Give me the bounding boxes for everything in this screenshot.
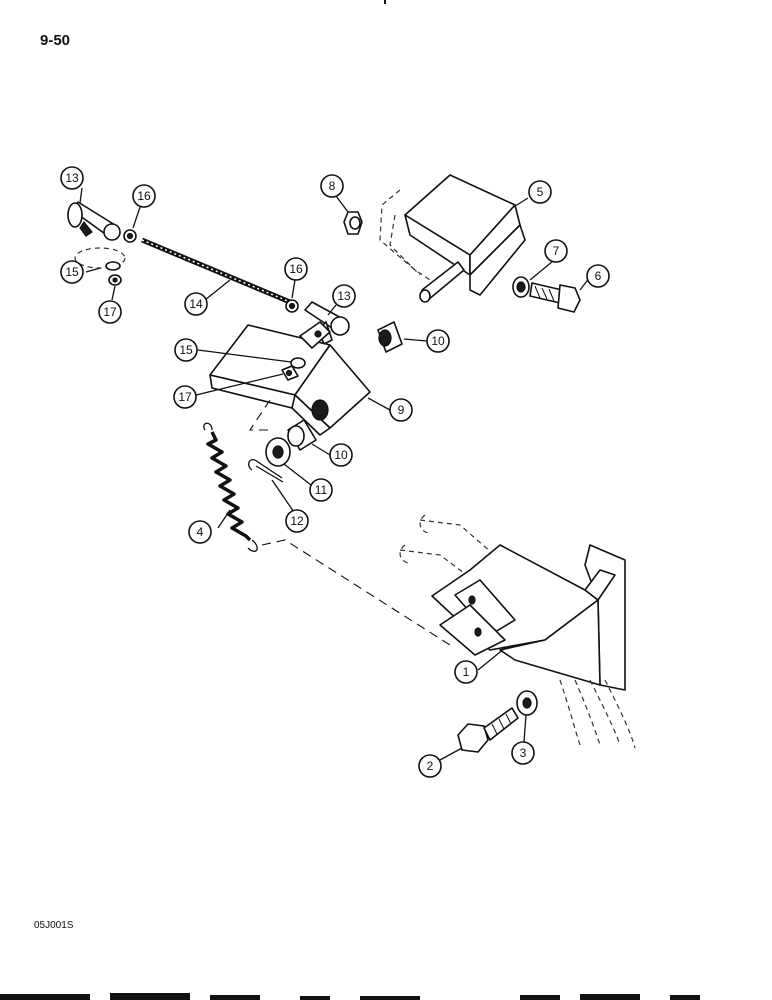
- callout-label: 13: [65, 171, 79, 185]
- figure-code: 05J001S: [34, 920, 74, 931]
- part-5-seat-bracket: [379, 174, 526, 303]
- callout-label: 10: [431, 334, 445, 348]
- callout-15-upper: 15: [60, 260, 84, 284]
- callout-label: 15: [179, 343, 193, 357]
- callout-3: 3: [511, 741, 535, 765]
- scan-artifact-bottom: [0, 993, 700, 1000]
- part-2-bolt: [457, 707, 519, 753]
- callout-label: 1: [463, 665, 470, 679]
- callout-label: 2: [427, 759, 434, 773]
- callout-17-lower: 17: [173, 385, 197, 409]
- callout-label: 10: [334, 448, 348, 462]
- callout-label: 8: [329, 179, 336, 193]
- callout-label: 4: [197, 525, 204, 539]
- callout-5: 5: [528, 180, 552, 204]
- part-1-pedal-bracket: [399, 514, 636, 749]
- part-7-washer: [512, 276, 530, 298]
- part-14-threaded-rod: [141, 237, 291, 305]
- callout-14: 14: [184, 292, 208, 316]
- part-12-cotter-pin: [248, 458, 284, 483]
- callout-label: 9: [398, 403, 405, 417]
- callout-16-lower: 16: [284, 257, 308, 281]
- callout-label: 16: [289, 262, 303, 276]
- callout-12: 12: [285, 509, 309, 533]
- part-10-spacer-lower: [287, 419, 317, 451]
- callout-4: 4: [188, 520, 212, 544]
- callout-10-lower: 10: [329, 443, 353, 467]
- callout-label: 17: [178, 390, 192, 404]
- callout-label: 15: [65, 265, 79, 279]
- callout-label: 16: [137, 189, 151, 203]
- alignment-line: [261, 539, 451, 646]
- part-4-spring: [203, 422, 258, 552]
- part-9-lever-block: [209, 321, 371, 436]
- callout-label: 11: [315, 483, 328, 497]
- callout-17-upper: 17: [98, 300, 122, 324]
- callout-13-upper: 13: [60, 166, 84, 190]
- callout-label: 14: [189, 297, 203, 311]
- part-16-nut-upper: [123, 229, 137, 243]
- part-3-washer: [516, 690, 538, 716]
- part-15-17-washer-nut-lower: [281, 357, 306, 381]
- part-13-ball-joint-upper: [67, 201, 121, 241]
- callout-10-upper: 10: [426, 329, 450, 353]
- part-15-17-washer-nut-upper: [74, 247, 126, 286]
- part-11-washer: [265, 437, 291, 467]
- callout-7: 7: [544, 239, 568, 263]
- callout-13-lower: 13: [332, 284, 356, 308]
- callout-label: 7: [553, 244, 560, 258]
- part-16-nut-lower: [285, 299, 299, 313]
- callout-6: 6: [586, 264, 610, 288]
- callout-label: 13: [337, 289, 351, 303]
- part-10-spacer-upper: [377, 321, 403, 353]
- callout-label: 3: [520, 746, 527, 760]
- part-8-nut: [343, 211, 363, 235]
- callout-9: 9: [389, 398, 413, 422]
- callout-8: 8: [320, 174, 344, 198]
- part-6-bolt: [529, 282, 581, 313]
- callout-label: 5: [537, 185, 544, 199]
- callout-15-lower: 15: [174, 338, 198, 362]
- callout-1: 1: [454, 660, 478, 684]
- callout-2: 2: [418, 754, 442, 778]
- callout-label: 17: [103, 305, 117, 319]
- page-number: 9-50: [40, 32, 71, 49]
- callout-16-upper: 16: [132, 184, 156, 208]
- leader-lines: [79, 187, 591, 761]
- callout-11: 11: [309, 478, 333, 502]
- callout-label: 12: [290, 514, 304, 528]
- callout-label: 6: [595, 269, 602, 283]
